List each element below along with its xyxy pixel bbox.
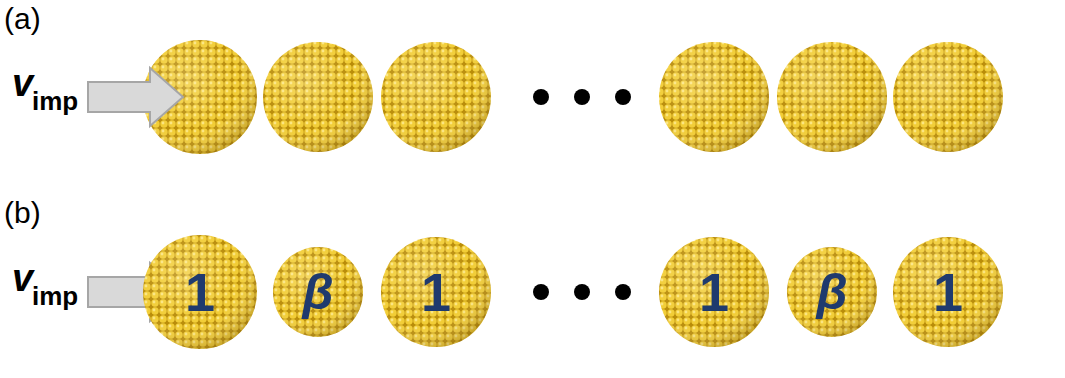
ellipsis-dots: [533, 89, 631, 300]
mass-number: 1: [381, 237, 491, 347]
nanoparticle-node: β: [787, 247, 877, 337]
nanoparticle-node: 1: [893, 237, 1003, 347]
nanoparticle-node: 1: [143, 235, 257, 349]
nanoparticle-row: [143, 40, 1003, 154]
velocity-symbol: v: [12, 64, 33, 102]
velocity-subscript: imp: [32, 88, 78, 114]
velocity-symbol: v: [12, 259, 33, 297]
ratio-symbol: β: [273, 247, 363, 337]
nanoparticle-node: 1: [659, 237, 769, 347]
panel-label: (a): [4, 4, 41, 34]
mass-number: 1: [893, 237, 1003, 347]
panel-label: (b): [4, 198, 41, 228]
ratio-symbol: β: [787, 247, 877, 337]
mass-number: 1: [143, 235, 257, 349]
impact-arrow: [88, 68, 183, 126]
mass-number: 1: [659, 237, 769, 347]
velocity-subscript: imp: [32, 283, 78, 309]
nanoparticle-node: 1: [381, 237, 491, 347]
nanoparticle-node: β: [273, 247, 363, 337]
